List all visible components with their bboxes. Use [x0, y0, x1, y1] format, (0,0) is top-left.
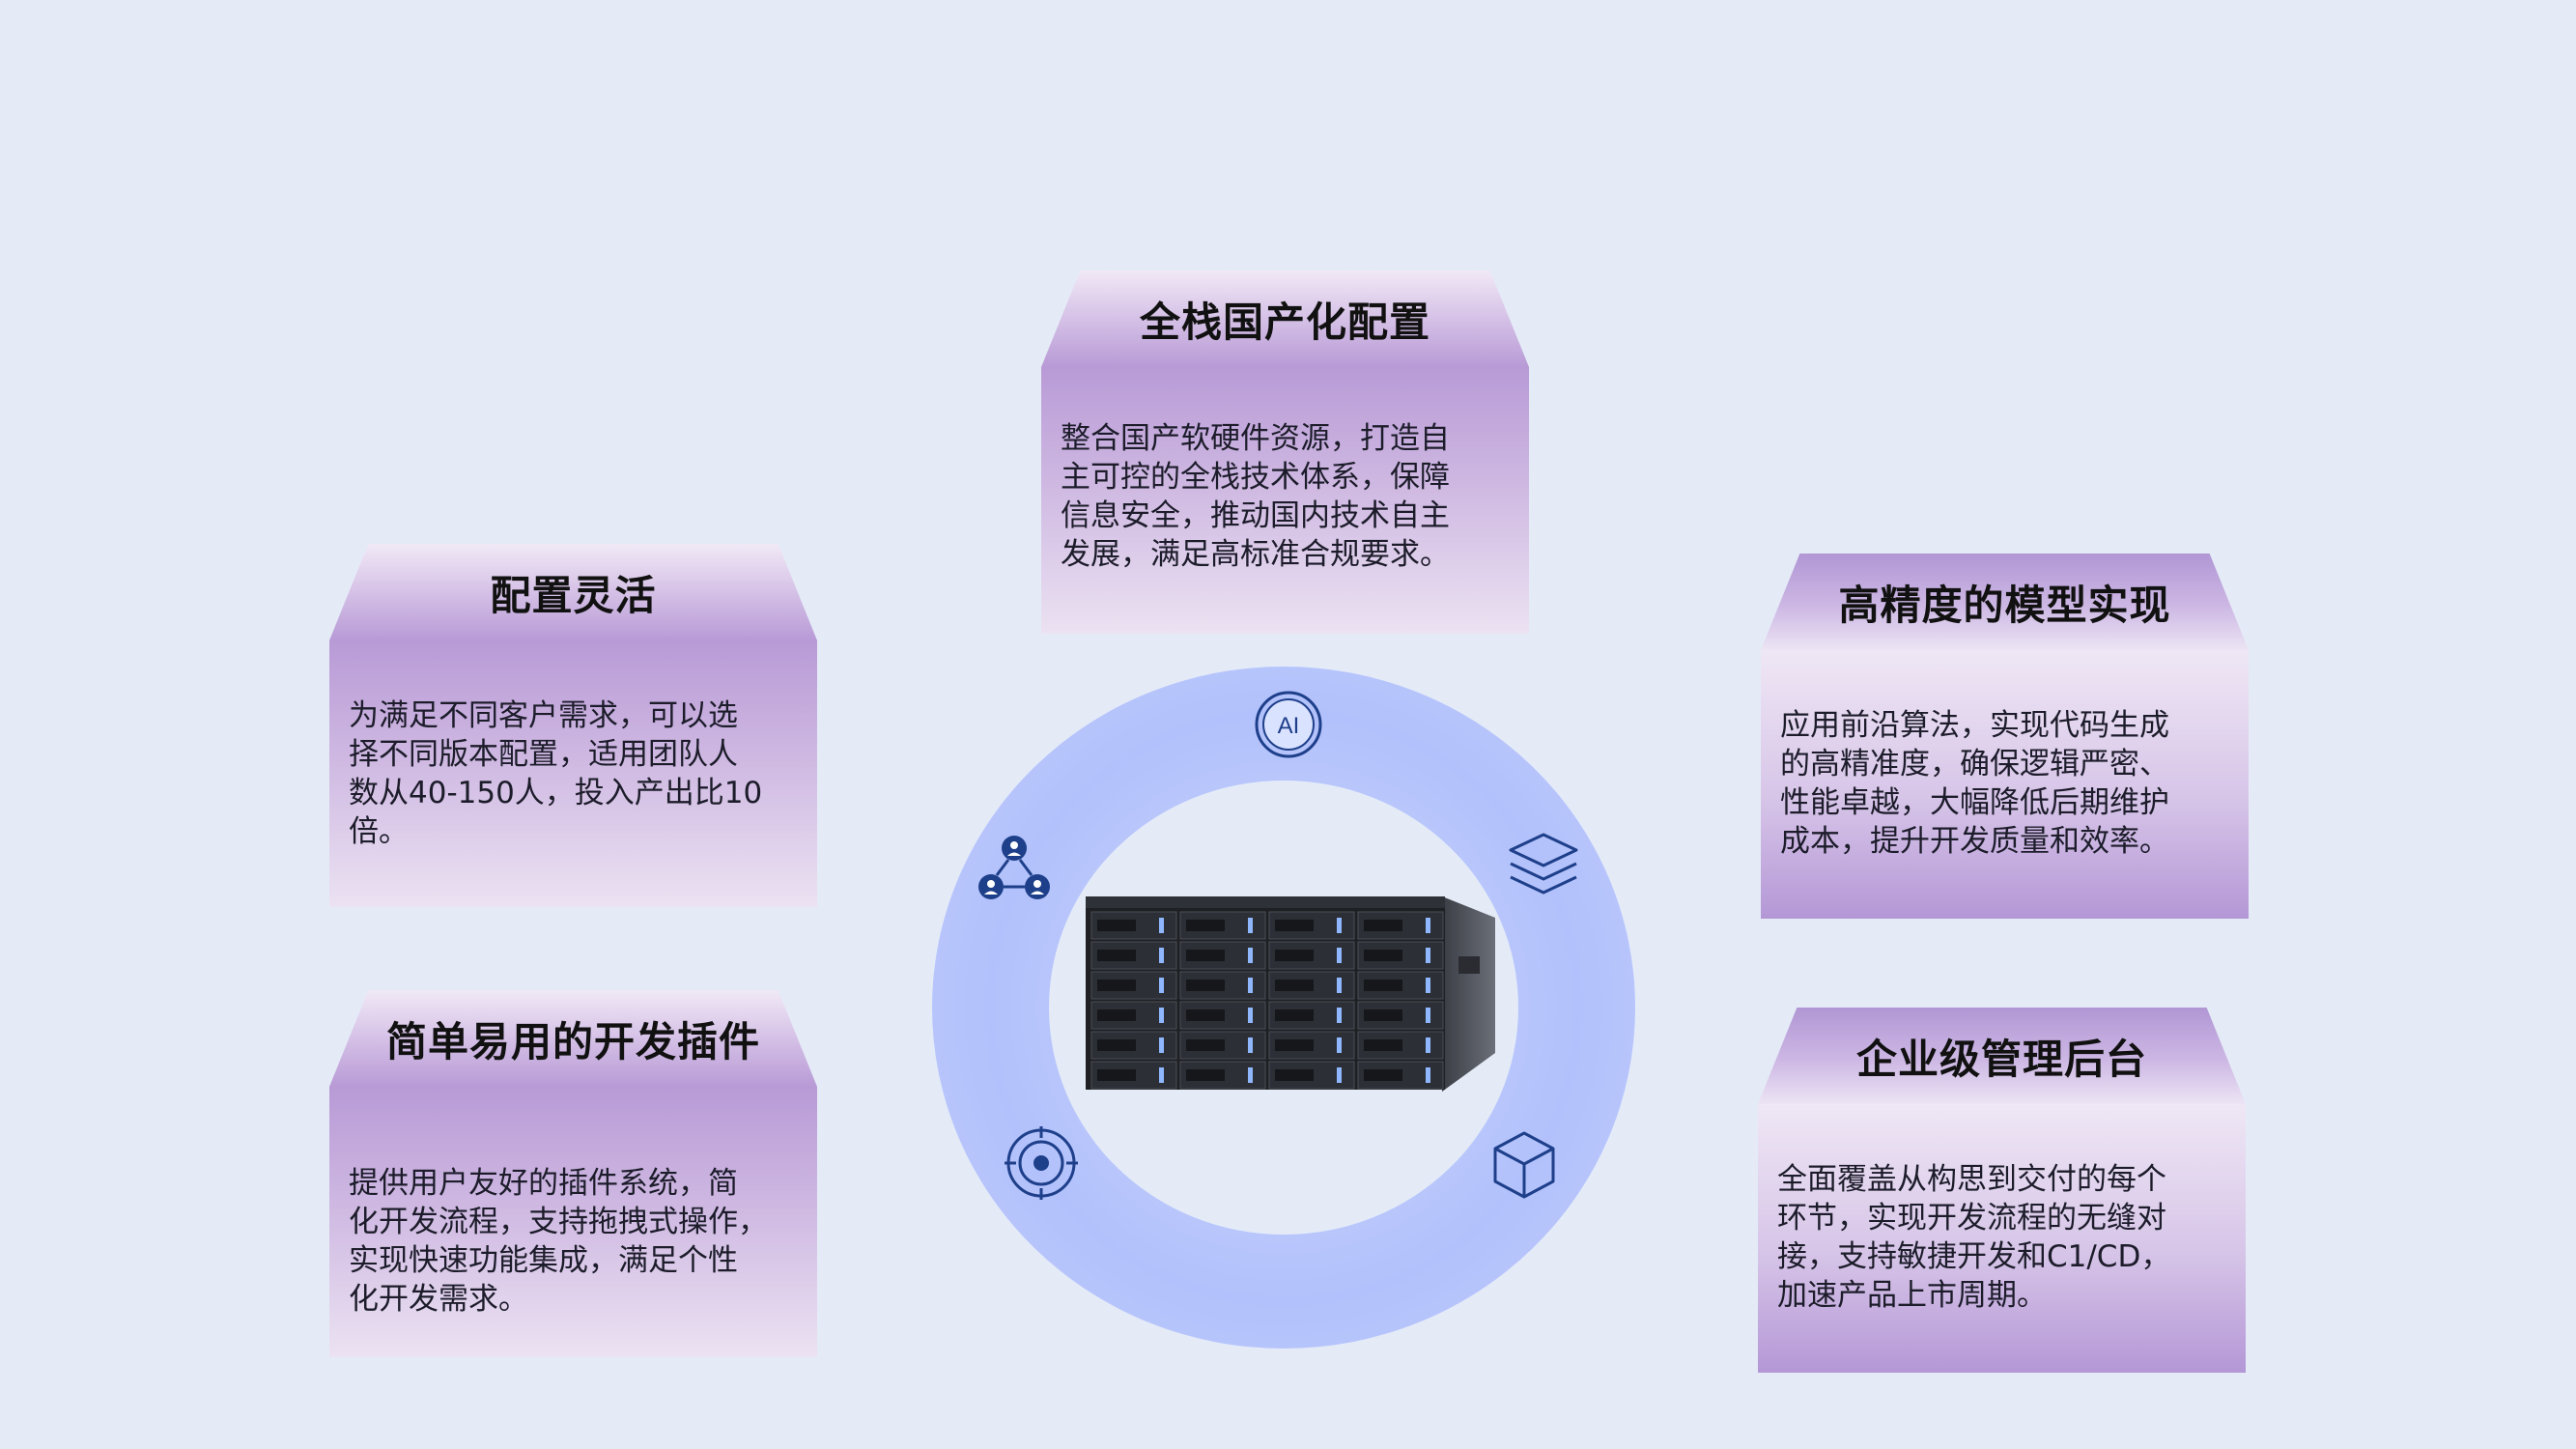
card-precision-line: 成本，提升开发质量和效率。 [1780, 824, 2169, 859]
card-precision-line: 的高精准度，确保逻辑严密、 [1780, 747, 2169, 781]
drive-handle [1275, 1069, 1314, 1081]
card-enterprise-line: 全面覆盖从构思到交付的每个 [1777, 1162, 2166, 1197]
card-full-stack-body: 整合国产软硬件资源，打造自 主可控的全栈技术体系，保障 信息安全，推动国内技术自… [1041, 367, 1529, 634]
card-precision-header: 高精度的模型实现 [1761, 554, 2249, 650]
drive-bays [1090, 911, 1444, 1090]
drive-handle [1097, 950, 1136, 961]
card-full-stack-description: 整合国产软硬件资源，打造自 主可控的全栈技术体系，保障 信息安全，推动国内技术自… [1061, 419, 1512, 574]
card-enterprise-description: 全面覆盖从构思到交付的每个 环节，实现开发流程的无缝对 接，支持敏捷开发和C1/… [1777, 1160, 2228, 1315]
drive-handle [1275, 1009, 1314, 1021]
team-network-icon [976, 831, 1053, 908]
drive-led [1426, 918, 1430, 933]
target-icon [1003, 1124, 1080, 1202]
drive-handle [1186, 980, 1225, 991]
drive-handle [1186, 1039, 1225, 1051]
drive-led [1337, 1067, 1342, 1083]
drive-led [1337, 948, 1342, 963]
drive-led [1426, 948, 1430, 963]
drive-handle [1186, 950, 1225, 961]
drive-handle [1364, 980, 1402, 991]
layers-icon [1505, 829, 1582, 906]
drive-handle [1097, 1069, 1136, 1081]
card-precision-line: 应用前沿算法，实现代码生成 [1780, 708, 2169, 743]
card-enterprise-header: 企业级管理后台 [1758, 1008, 2246, 1104]
card-flexible-line: 倍。 [349, 814, 409, 849]
drive-handle [1364, 1009, 1402, 1021]
drive-led [1337, 918, 1342, 933]
drive-handle [1097, 1009, 1136, 1021]
card-flexible-line: 择不同版本配置，适用团队人 [349, 737, 738, 772]
drive-led [1248, 1067, 1253, 1083]
card-full-stack-header: 全栈国产化配置 [1041, 270, 1529, 367]
card-flexible-header: 配置灵活 [329, 544, 817, 640]
drive-handle [1275, 920, 1314, 931]
card-enterprise-line: 接，支持敏捷开发和C1/CD， [1777, 1239, 2171, 1274]
card-precision-title: 高精度的模型实现 [1838, 581, 2171, 629]
drive-handle [1186, 1009, 1225, 1021]
drive-handle [1275, 1039, 1314, 1051]
card-enterprise-title: 企业级管理后台 [1855, 1035, 2147, 1083]
card-full-stack-line: 整合国产软硬件资源，打造自 [1061, 421, 1450, 456]
drive-led [1337, 1037, 1342, 1053]
drive-handle [1097, 980, 1136, 991]
drive-handle [1364, 1039, 1402, 1051]
card-plugins-line: 提供用户友好的插件系统，简 [349, 1166, 738, 1201]
ai-badge-text: AI [1278, 713, 1300, 739]
drive-handle [1186, 920, 1225, 931]
card-full-stack-line: 发展，满足高标准合规要求。 [1061, 537, 1450, 572]
card-plugins-title: 简单易用的开发插件 [385, 1017, 760, 1065]
drive-led [1426, 978, 1430, 993]
drive-led [1248, 918, 1253, 933]
card-plugins-description: 提供用户友好的插件系统，简 化开发流程，支持拖拽式操作， 实现快速功能集成，满足… [349, 1164, 800, 1319]
drive-handle [1186, 1069, 1225, 1081]
drive-handle [1097, 920, 1136, 931]
drive-led [1337, 978, 1342, 993]
drive-led [1159, 1008, 1164, 1023]
cube-icon [1486, 1125, 1563, 1203]
card-full-stack-line: 主可控的全栈技术体系，保障 [1061, 460, 1450, 495]
card-plugins-line: 化开发需求。 [349, 1282, 528, 1317]
drive-led [1159, 1037, 1164, 1053]
card-precision-line: 性能卓越，大幅降低后期维护 [1780, 785, 2169, 820]
drive-led [1159, 1067, 1164, 1083]
card-plugins-header: 简单易用的开发插件 [329, 990, 817, 1087]
ai-icon: AI [1250, 686, 1327, 763]
drive-led [1159, 948, 1164, 963]
drive-led [1337, 1008, 1342, 1023]
server-image [1080, 889, 1505, 1096]
card-plugins-line: 实现快速功能集成，满足个性 [349, 1243, 738, 1278]
drive-handle [1275, 950, 1314, 961]
card-enterprise-body: 全面覆盖从构思到交付的每个 环节，实现开发流程的无缝对 接，支持敏捷开发和C1/… [1758, 1104, 2246, 1373]
drive-led [1426, 1067, 1430, 1083]
drive-handle [1364, 1069, 1402, 1081]
drive-led [1159, 978, 1164, 993]
card-flexible-body: 为满足不同客户需求，可以选 择不同版本配置，适用团队人 数从40-150人，投入… [329, 640, 817, 907]
drive-led [1248, 948, 1253, 963]
card-plugins-line: 化开发流程，支持拖拽式操作， [349, 1205, 768, 1239]
drive-handle [1097, 1039, 1136, 1051]
drive-handle [1364, 950, 1402, 961]
card-flexible-description: 为满足不同客户需求，可以选 择不同版本配置，适用团队人 数从40-150人，投入… [349, 696, 800, 851]
drive-handle [1364, 920, 1402, 931]
drive-led [1248, 1008, 1253, 1023]
card-precision-body: 应用前沿算法，实现代码生成 的高精准度，确保逻辑严密、 性能卓越，大幅降低后期维… [1761, 650, 2249, 919]
drive-led [1426, 1037, 1430, 1053]
card-full-stack-line: 信息安全，推动国内技术自主 [1061, 498, 1450, 533]
card-enterprise-line: 环节，实现开发流程的无缝对 [1777, 1201, 2166, 1236]
card-flexible-line: 为满足不同客户需求，可以选 [349, 698, 738, 733]
drive-led [1159, 918, 1164, 933]
card-full-stack-title: 全栈国产化配置 [1139, 298, 1430, 346]
card-enterprise-line: 加速产品上市周期。 [1777, 1278, 2047, 1313]
drive-led [1426, 1008, 1430, 1023]
drive-led [1248, 978, 1253, 993]
card-precision-description: 应用前沿算法，实现代码生成 的高精准度，确保逻辑严密、 性能卓越，大幅降低后期维… [1780, 706, 2231, 861]
drive-led [1248, 1037, 1253, 1053]
card-flexible-line: 数从40-150人，投入产出比10 [349, 776, 763, 810]
drive-handle [1275, 980, 1314, 991]
card-flexible-title: 配置灵活 [490, 571, 657, 619]
card-plugins-body: 提供用户友好的插件系统，简 化开发流程，支持拖拽式操作， 实现快速功能集成，满足… [329, 1087, 817, 1357]
